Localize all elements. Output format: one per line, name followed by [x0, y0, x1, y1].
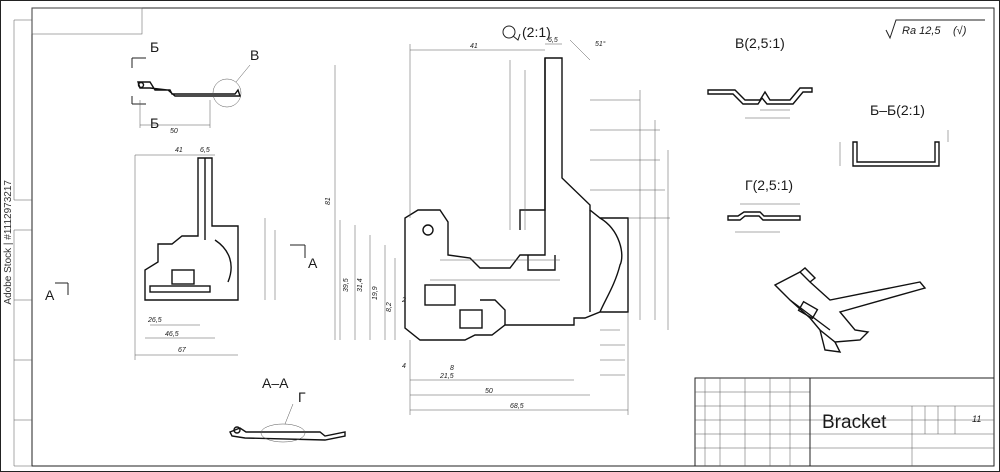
roughness-suffix: (√) — [953, 25, 967, 37]
dim-left-1: 81 — [325, 197, 332, 205]
dim-left-7: 4 — [402, 363, 406, 370]
title-block-name: Bracket — [822, 412, 887, 433]
main-view-label: (2:1) — [522, 24, 551, 40]
section-b-label-top: Б — [150, 39, 159, 55]
view-g-label: Г(2,5:1) — [745, 177, 793, 193]
view-bb-detail: Б–Б(2:1) — [839, 102, 949, 167]
roughness-value: Ra 12,5 — [902, 25, 941, 37]
dim-top-1: 41 — [470, 43, 478, 50]
dim-left-5: 8,2 — [386, 302, 393, 312]
dim-bottom-2: 50 — [485, 388, 493, 395]
view-b-detail: B(2,5:1) — [707, 35, 813, 119]
main-hole — [422, 224, 434, 236]
dim-bottom-3: 68,5 — [510, 403, 524, 410]
left-dim-26-5: 26,5 — [147, 317, 162, 324]
watermark-text: Adobe Stock | #1112973217 — [3, 180, 14, 305]
dim-left-3: 31,4 — [357, 278, 364, 292]
dim-left-6: 2 — [401, 297, 406, 304]
callout-b-label: B — [250, 47, 259, 63]
view-g-detail: Г(2,5:1) — [727, 177, 801, 233]
dim-left-4: 19,9 — [372, 286, 379, 300]
view-a-a-sublabel: Г — [298, 389, 306, 405]
roughness-symbol: Ra 12,5 (√) — [885, 19, 985, 40]
left-view: A A 41 6,5 67 46,5 26,5 — [45, 147, 318, 360]
title-block: Bracket 11 — [694, 377, 995, 467]
main-window-1 — [424, 284, 456, 306]
view-b-label: B(2,5:1) — [735, 35, 785, 51]
dim-bottom-1: 21,5 — [439, 373, 454, 380]
top-left-dim-50: 50 — [170, 128, 178, 135]
dim-top-2: 6,5 — [548, 37, 558, 44]
left-dim-46-5: 46,5 — [165, 331, 179, 338]
dim-left-2: 39,5 — [343, 278, 350, 292]
main-view: (2:1) — [325, 24, 670, 415]
drawing-frame — [31, 7, 995, 467]
section-a-label-left: A — [45, 287, 55, 303]
view-a-a-label: A–A — [262, 375, 289, 391]
isometric-view — [773, 267, 927, 353]
view-a-a: A–A Г — [229, 375, 346, 443]
top-left-view: Б Б B 50 — [131, 39, 259, 135]
detail-b-circle — [212, 78, 242, 108]
main-dimension-lines — [334, 39, 670, 415]
dim-left-8: 8 — [450, 365, 454, 372]
main-part-outline — [404, 57, 629, 341]
main-window-2 — [459, 309, 483, 329]
left-dim-41: 41 — [175, 147, 183, 154]
view-rotation-icon — [502, 25, 516, 39]
left-dim-6-5: 6,5 — [200, 147, 210, 154]
left-dim-67: 67 — [178, 347, 187, 354]
top-left-box — [31, 7, 143, 35]
title-block-sheet-number: 11 — [972, 414, 981, 424]
section-a-label-right: A — [308, 255, 318, 271]
dim-top-3: 51° — [595, 40, 606, 48]
section-b-label-bottom: Б — [150, 115, 159, 131]
view-bb-label: Б–Б(2:1) — [870, 102, 925, 118]
left-margin-stamp — [13, 19, 32, 467]
